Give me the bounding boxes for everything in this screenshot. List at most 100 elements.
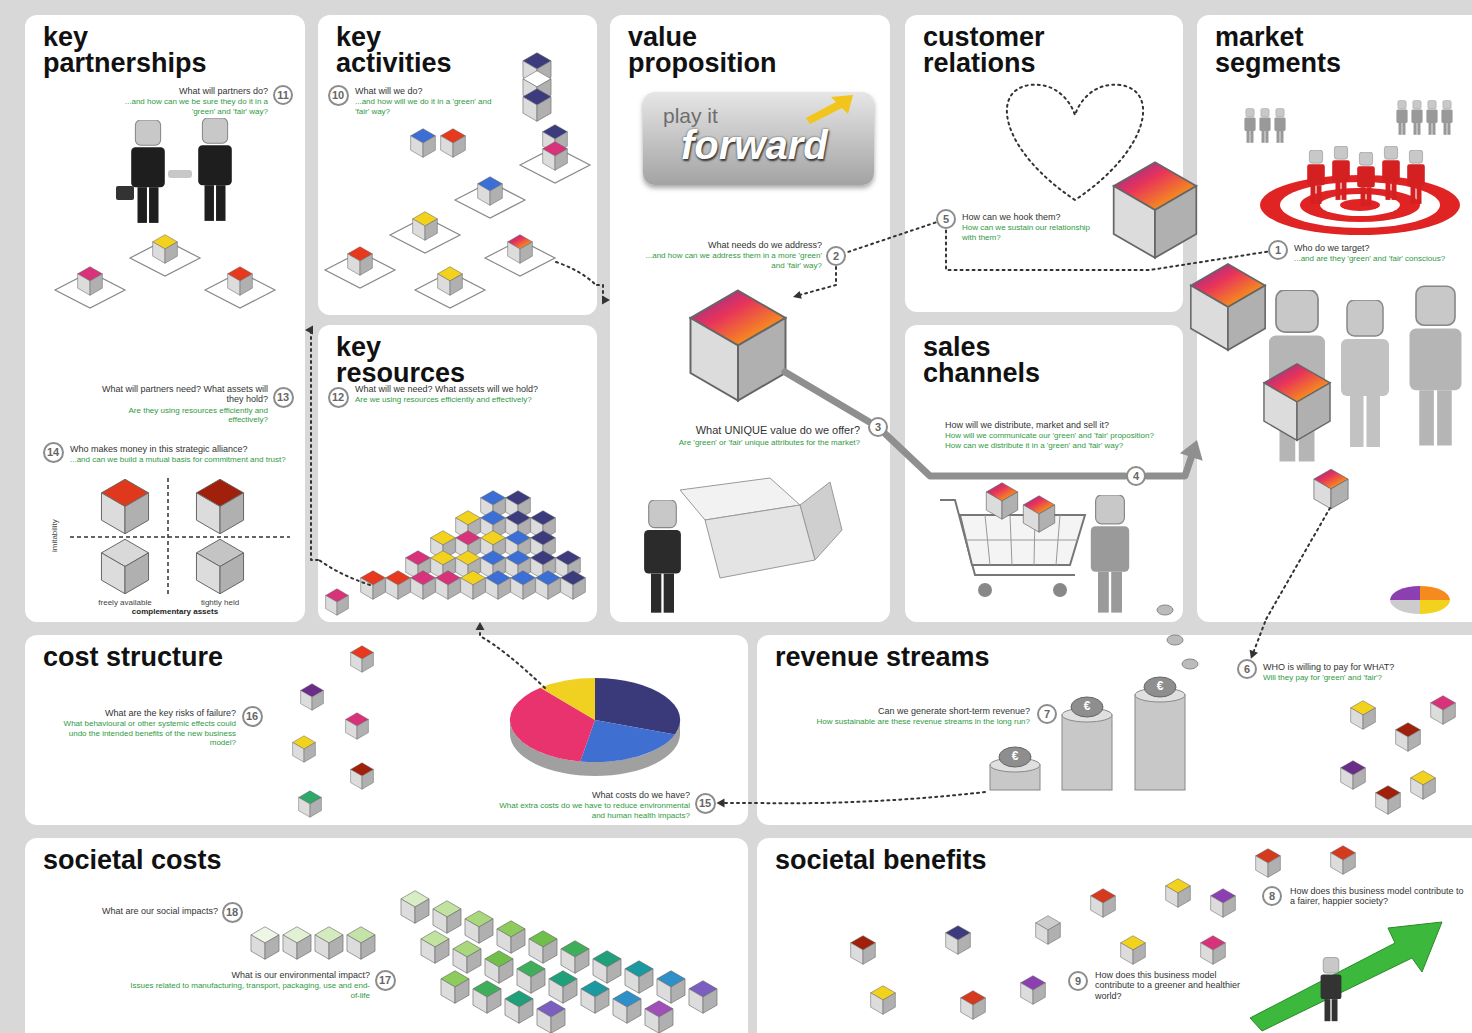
callout-number: 14 xyxy=(47,447,59,458)
callout-number: 4 xyxy=(1133,471,1139,482)
activity-cubes xyxy=(78,267,103,296)
impact-staircase xyxy=(283,927,311,960)
question-text: Who makes money in this strategic allian… xyxy=(70,444,295,454)
dotted-connector xyxy=(717,799,758,808)
target-group xyxy=(1382,146,1400,200)
question-note: Are they using resources efficiently and… xyxy=(95,406,268,424)
target-group xyxy=(1259,109,1270,143)
customer-figures xyxy=(1341,300,1389,447)
revenue-cubes xyxy=(1431,696,1456,725)
dotted-line xyxy=(723,802,757,804)
impact-staircase xyxy=(517,961,545,994)
flow-tails xyxy=(1265,508,1330,621)
growth-arrow xyxy=(1321,958,1342,1022)
target-group xyxy=(1411,101,1422,135)
revenue-bars xyxy=(1071,697,1103,717)
dotted-line xyxy=(311,330,318,560)
currency-symbol: € xyxy=(1150,680,1170,692)
impact-staircase xyxy=(505,991,533,1024)
cost-cubes xyxy=(293,736,316,762)
currency-symbol: € xyxy=(1005,750,1025,762)
panel-heading: societal costs xyxy=(43,848,748,874)
callout-circle: 5 xyxy=(936,209,956,229)
cost-pie xyxy=(580,720,675,762)
benefit-cubes xyxy=(851,936,876,965)
dotted-line xyxy=(1253,622,1265,653)
benefit-cubes xyxy=(961,991,986,1020)
value-leaders xyxy=(796,267,836,296)
arrow-head xyxy=(602,296,610,305)
activity-cubes xyxy=(78,53,568,296)
callout-number: 18 xyxy=(226,907,238,918)
question-note: How can we sustain our relationship with… xyxy=(962,223,1102,241)
value-cube xyxy=(691,291,786,401)
callout-circle: 11 xyxy=(273,85,293,105)
callout-circle: 8 xyxy=(1262,886,1282,906)
thinking-figure xyxy=(644,500,681,613)
resource-blocks xyxy=(361,571,386,600)
callout-circle: 17 xyxy=(375,970,396,991)
callout-number: 5 xyxy=(943,214,949,225)
dotted-connector xyxy=(846,223,935,253)
arrow-head xyxy=(1250,650,1258,659)
callout-number: 2 xyxy=(833,251,839,262)
impact-staircase xyxy=(315,927,343,960)
callout-number: 1 xyxy=(1275,245,1281,256)
alliance-chart xyxy=(196,479,243,534)
axis-label: tightly held xyxy=(180,598,260,607)
flow-tails xyxy=(319,560,370,585)
target-group xyxy=(1307,150,1325,204)
callout-number: 16 xyxy=(246,711,258,722)
cost-cubes xyxy=(301,684,324,710)
revenue-bars xyxy=(1144,677,1176,697)
callout-number: 11 xyxy=(277,90,289,101)
callout-number: 17 xyxy=(379,975,391,986)
callout-circle: 12 xyxy=(328,387,349,408)
question-text: What will we do? xyxy=(355,86,505,96)
question-note: How sustainable are these revenue stream… xyxy=(790,717,1030,726)
question-note: Are 'green' or 'fair' unique attributes … xyxy=(632,438,860,447)
callout-circle: 2 xyxy=(826,246,846,266)
panel-heading: societal benefits xyxy=(775,848,1472,874)
target-group xyxy=(1396,101,1407,135)
impact-staircase xyxy=(529,931,557,964)
question-text: How does this business model contribute … xyxy=(1290,886,1465,907)
customer-figures xyxy=(1390,600,1420,614)
resource-blocks xyxy=(461,571,486,600)
thinking-figure xyxy=(705,505,815,578)
handshake-figures xyxy=(116,118,232,223)
impact-staircase xyxy=(593,951,621,984)
question-text: How can we hook them? xyxy=(962,212,1102,222)
callout-number: 10 xyxy=(332,90,344,101)
logo-text: forward xyxy=(681,125,874,165)
cost-cubes xyxy=(351,763,374,789)
target-group xyxy=(1426,101,1437,135)
question-note: ...and are they 'green' and 'fair' consc… xyxy=(1294,254,1464,263)
customer-figures xyxy=(1264,364,1330,441)
impact-staircase xyxy=(251,927,279,960)
impact-staircase xyxy=(251,891,717,1033)
customer-figures xyxy=(1390,586,1420,600)
question-text: What UNIQUE value do we offer? xyxy=(632,424,860,437)
panel-heading: key activities xyxy=(336,25,452,76)
callout-circle: 7 xyxy=(1037,704,1057,724)
revenue-cubes xyxy=(1376,786,1401,815)
target-group xyxy=(1244,109,1255,143)
alliance-chart xyxy=(70,478,290,594)
customer-figures xyxy=(1420,600,1450,614)
impact-staircase xyxy=(485,951,513,984)
callout-circle: 10 xyxy=(328,85,349,106)
panel-heading: value proposition xyxy=(628,25,776,76)
benefit-cubes xyxy=(1021,976,1046,1005)
dotted-connector xyxy=(1250,622,1265,659)
question-text: Can we generate short-term revenue? xyxy=(790,706,1030,716)
question-note: ...and how will we do it in a 'green' an… xyxy=(355,97,505,115)
panel-heading: key partnerships xyxy=(43,25,207,76)
question-text: How does this business model contribute … xyxy=(1095,970,1245,1001)
benefit-cubes xyxy=(1331,846,1356,875)
question-text: What is our environmental impact? xyxy=(130,970,370,980)
flow-tails xyxy=(480,636,545,688)
revenue-cubes xyxy=(1341,761,1366,790)
impact-staircase xyxy=(401,891,429,924)
activity-cubes xyxy=(441,129,466,158)
